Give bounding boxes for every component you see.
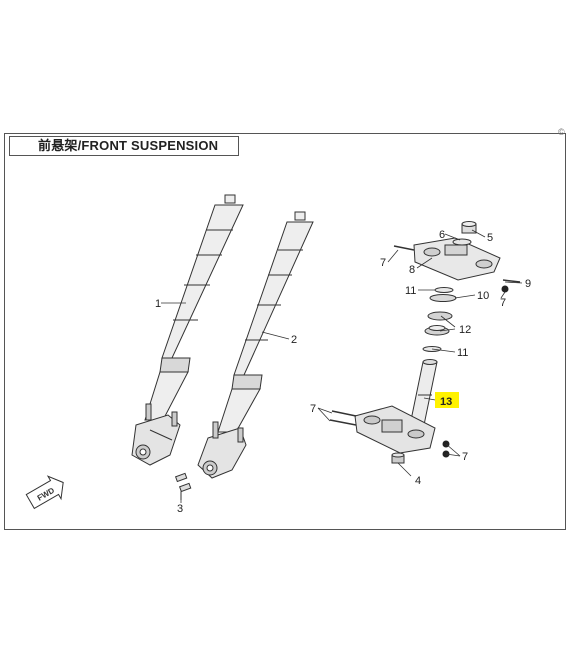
- callout-11b[interactable]: 11: [457, 347, 468, 359]
- highlight-13: [435, 392, 459, 408]
- stem-bolt[interactable]: [391, 452, 405, 464]
- diagram-frame: [4, 133, 566, 530]
- callout-9[interactable]: 9: [525, 278, 531, 290]
- upper-triple-clamp[interactable]: [413, 237, 501, 281]
- fork-left[interactable]: [131, 194, 244, 466]
- callout-4[interactable]: 4: [415, 475, 421, 487]
- callout-10[interactable]: 10: [477, 290, 489, 302]
- title-box: [9, 136, 239, 156]
- lower-triple-clamp[interactable]: [354, 405, 436, 454]
- callout-13[interactable]: 13: [440, 396, 452, 408]
- stem-nut[interactable]: [461, 221, 477, 234]
- fork-right[interactable]: [197, 211, 314, 479]
- callout-8[interactable]: 8: [409, 264, 415, 276]
- bearings-item-12[interactable]: [424, 311, 453, 336]
- callout-5[interactable]: 5: [487, 232, 493, 244]
- forward-arrow-icon: FWD: [25, 475, 64, 510]
- upper-clamp-bolt-right[interactable]: [502, 279, 521, 283]
- lower-clamp-bolts[interactable]: [329, 410, 357, 426]
- upper-clamp-bolt-left[interactable]: [393, 245, 415, 251]
- callout-7d[interactable]: 7: [462, 451, 468, 463]
- seal-item-11-top[interactable]: [434, 287, 454, 293]
- callout-7c[interactable]: 7: [310, 403, 316, 415]
- callout-3[interactable]: 3: [177, 503, 183, 515]
- leader-lines: [161, 229, 523, 503]
- callout-7b[interactable]: 7: [500, 297, 506, 309]
- bolts-item-3[interactable]: [174, 472, 192, 500]
- nut-item-7-upper[interactable]: [501, 285, 509, 293]
- callout-7a[interactable]: 7: [380, 257, 386, 269]
- steering-stem[interactable]: [409, 359, 438, 426]
- bearing-nut-item-10[interactable]: [429, 294, 457, 302]
- page-title: 前悬架/FRONT SUSPENSION: [38, 138, 219, 153]
- callout-2[interactable]: 2: [291, 334, 297, 346]
- corner-mark: ©: [558, 127, 565, 137]
- callout-11a[interactable]: 11: [405, 285, 416, 297]
- callout-1[interactable]: 1: [155, 298, 161, 310]
- callout-12[interactable]: 12: [459, 324, 471, 336]
- stem-washer[interactable]: [452, 238, 472, 246]
- callout-6[interactable]: 6: [439, 229, 445, 241]
